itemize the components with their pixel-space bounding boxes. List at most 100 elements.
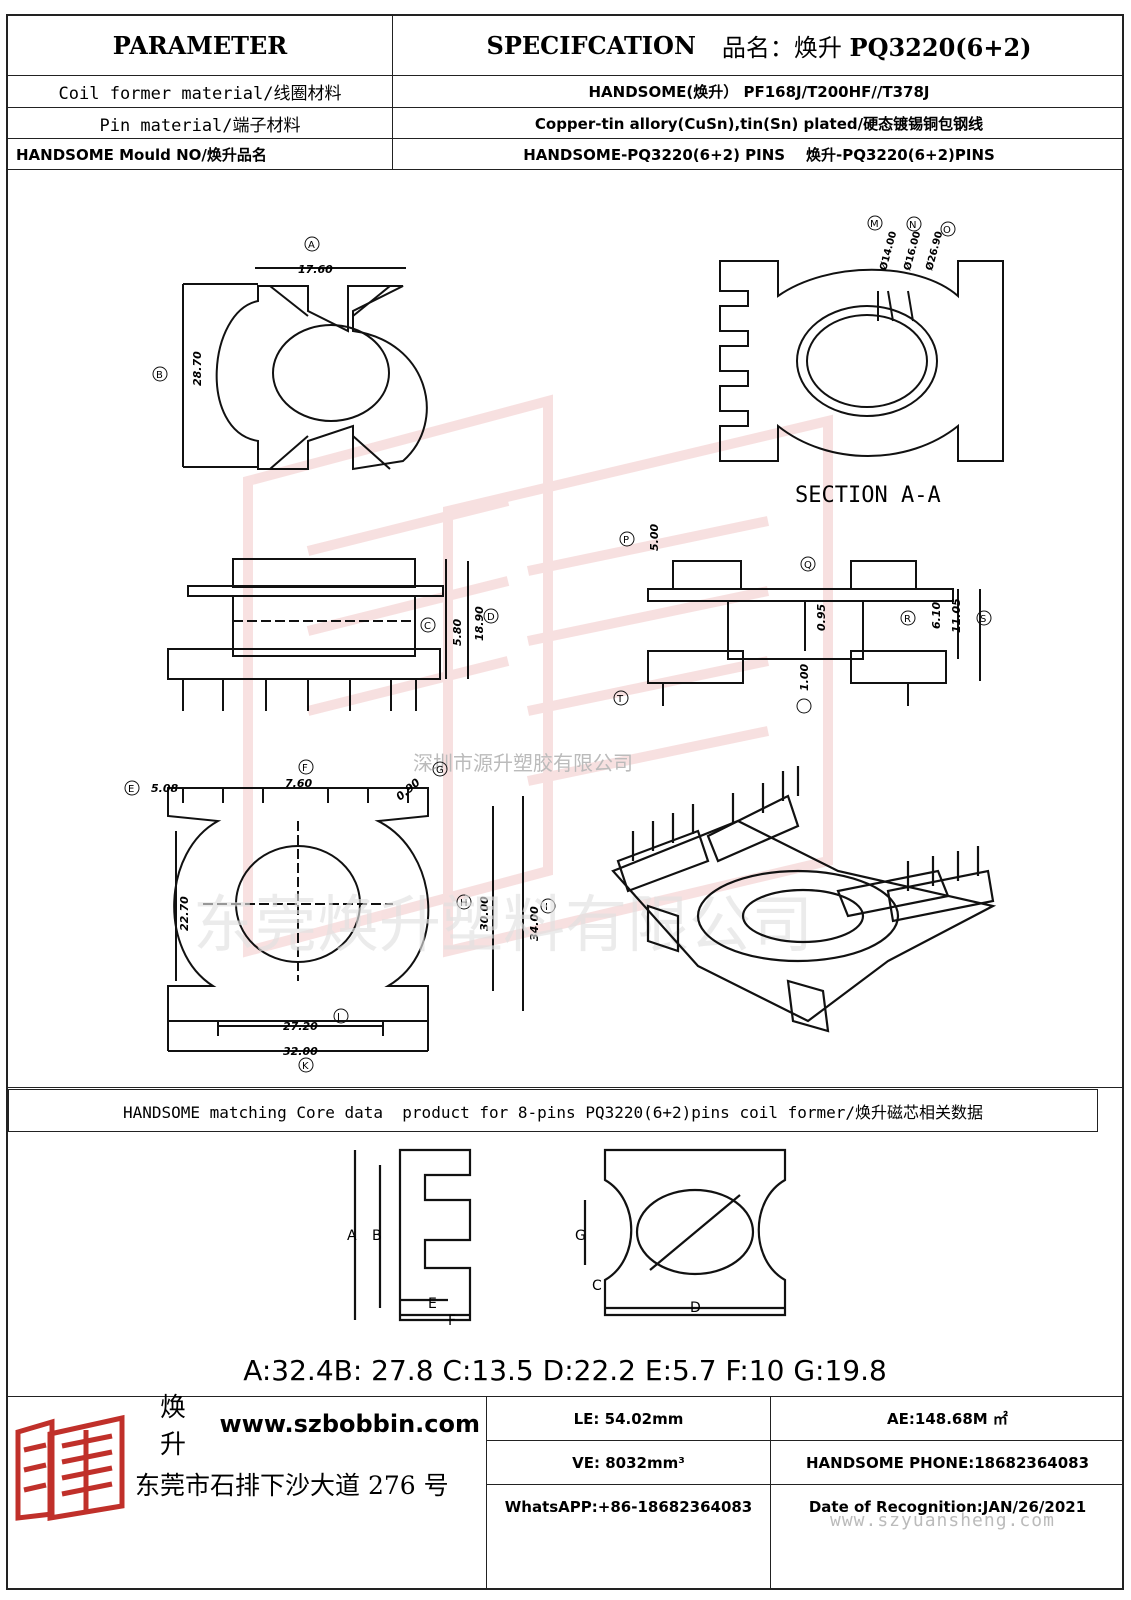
dim-k-value: 27.20 — [283, 1020, 318, 1033]
row-divider — [486, 1440, 1124, 1441]
label-f: F — [302, 763, 308, 774]
dim-p-value: 5.00 — [648, 524, 661, 551]
dim-s-value: 11.05 — [950, 598, 963, 633]
label-t: T — [616, 694, 624, 705]
dim-b-value: 28.70 — [191, 351, 204, 386]
dim-m-value: Ø14.00 — [877, 230, 899, 272]
circle-label-a — [304, 236, 320, 252]
spec-sheet-frame — [6, 14, 1124, 1590]
watermark-logo — [243, 394, 833, 958]
brand-line: 焕升 www.szbobbin.com — [160, 1393, 480, 1460]
dim-q-value: 0.95 — [815, 604, 828, 631]
product-model: PQ3220(6+2) — [849, 33, 1032, 62]
specification-header: SPECIFCATION 品名：焕升 PQ3220(6+2) — [394, 16, 1124, 75]
watermark-big-text: 东莞焕升塑料有限公司 — [193, 888, 813, 961]
dim-c-value: 5.80 — [451, 619, 464, 646]
label-r: R — [904, 614, 911, 625]
label-d: D — [487, 612, 495, 623]
product-name: 品名：焕升 PQ3220(6+2) — [722, 28, 1032, 63]
core-drawing-area: A B G C D E F — [330, 1140, 810, 1340]
label-c: C — [424, 621, 431, 632]
dim-i-value: 30.00 — [478, 896, 491, 931]
whatsapp-value: WhatsAPP:+86-18682364083 — [504, 1497, 753, 1516]
core-values-line: A:32.4B: 27.8 C:13.5 D:22.2 E:5.7 F:10 G… — [243, 1353, 887, 1387]
dim-e-value: 5.08 — [151, 782, 178, 795]
row-divider — [486, 1484, 1124, 1485]
phone-value: HANDSOME PHONE:18682364083 — [805, 1453, 1090, 1472]
label-a: A — [308, 240, 315, 251]
row-divider — [6, 107, 1124, 108]
core-label-a: A — [347, 1228, 357, 1244]
top-view — [182, 267, 428, 471]
dim-d-value: 18.90 — [473, 606, 486, 641]
label-n: N — [909, 220, 916, 231]
dim-o-value: Ø26.90 — [923, 230, 945, 272]
recognition-date: Date of Recognition:JAN/26/2021 — [808, 1497, 1087, 1516]
core-label-f: F — [448, 1313, 456, 1329]
spec-label: SPECIFCATION — [486, 31, 696, 60]
company-address: 东莞市石排下沙大道 276 号 — [135, 1471, 449, 1500]
website-link[interactable]: www.szbobbin.com — [219, 1410, 480, 1438]
bottom-view — [167, 787, 524, 1052]
label-g: G — [436, 765, 444, 776]
row-divider — [6, 75, 1124, 76]
param-label-mould: HANDSOME Mould NO/焕升品名 — [16, 145, 267, 164]
param-label-coil: Coil former material/线圈材料 — [58, 84, 342, 104]
param-label-pin: Pin material/端子材料 — [99, 115, 301, 136]
core-top-view — [583, 1148, 787, 1317]
column-divider — [392, 14, 393, 169]
label-k: K — [302, 1061, 309, 1072]
core-side-view — [353, 1148, 472, 1322]
core-section-title: HANDSOME matching Core data product for … — [122, 1102, 984, 1122]
label-s: S — [980, 614, 986, 625]
label-m: M — [870, 219, 879, 230]
label-o: O — [943, 225, 951, 236]
section-a-a-label: SECTION A-A — [795, 483, 941, 508]
dim-r-value: 6.10 — [930, 602, 943, 629]
brand-name: 焕升 — [160, 1393, 187, 1460]
column-divider — [486, 1396, 487, 1590]
dim-a-value: 17.60 — [298, 263, 333, 276]
label-j: J — [336, 1012, 340, 1023]
logo-icon — [15, 1414, 125, 1521]
dim-f-value: 7.60 — [285, 777, 312, 790]
technical-drawing: 17.60 28.70 A B SECTION A-A Ø14.00 Ø16.0… — [124, 215, 1004, 1073]
company-logo — [12, 1410, 130, 1522]
dim-t-value: 1.00 — [798, 664, 811, 691]
column-divider — [770, 1396, 771, 1590]
core-label-b: B — [372, 1228, 382, 1244]
core-title-box — [8, 1089, 1098, 1132]
site-watermark: www.szyuansheng.com — [830, 1510, 1055, 1531]
core-label-d: D — [690, 1300, 701, 1316]
param-value-mould: HANDSOME-PQ3220(6+2) PINS 焕升-PQ3220(6+2)… — [523, 145, 995, 164]
label-q: Q — [804, 560, 812, 571]
core-label-c: C — [592, 1278, 602, 1294]
core-label-e: E — [428, 1296, 437, 1312]
dim-j-value: 34.00 — [528, 906, 541, 941]
label-h: H — [460, 898, 468, 909]
row-divider — [6, 1396, 1124, 1397]
row-divider — [6, 1087, 1124, 1088]
le-value: LE: 54.02mm — [573, 1409, 684, 1428]
label-i: I — [545, 902, 548, 913]
core-drawing: A B G C D E F — [347, 1148, 787, 1329]
param-value-pin: Copper-tin allory(CuSn),tin(Sn) plated/硬… — [534, 114, 984, 133]
ae-value: AE:148.68M ㎡ — [887, 1410, 1008, 1428]
label-b: B — [156, 370, 163, 381]
circle-label-b — [152, 366, 168, 382]
dim-n-value: Ø16.00 — [901, 230, 923, 272]
dim-l-value: 32.00 — [283, 1045, 318, 1058]
isometric-view — [611, 766, 997, 1033]
label-p: P — [623, 535, 629, 546]
param-value-coil: HANDSOME(焕升） PF168J/T200HF//T378J — [588, 83, 930, 101]
section-a-a-view — [719, 260, 1004, 462]
dim-h-value: 22.70 — [178, 896, 191, 931]
side-view-right — [647, 560, 981, 706]
parameter-header: PARAMETER — [112, 31, 288, 60]
side-view-left — [167, 558, 469, 711]
ve-value: VE: 8032mm³ — [572, 1453, 685, 1472]
watermark-company-text: 深圳市源升塑胶有限公司 — [413, 751, 633, 775]
row-divider — [6, 169, 1124, 170]
core-label-g: G — [575, 1228, 586, 1244]
technical-drawing-area: 17.60 28.70 A B SECTION A-A Ø14.00 Ø16.0… — [8, 171, 1122, 1085]
